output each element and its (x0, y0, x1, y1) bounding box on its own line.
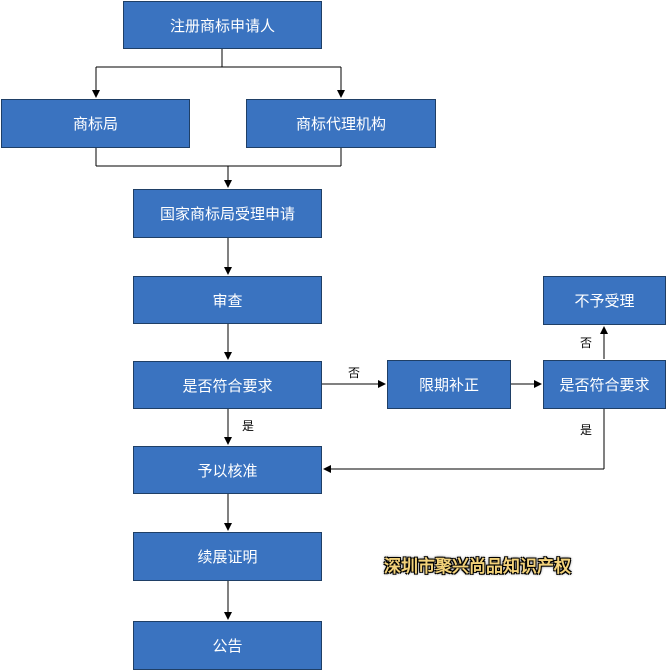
node-meets-requirements-1: 是否符合要求 (133, 361, 322, 409)
node-trademark-office: 商标局 (1, 99, 190, 148)
edge-label-yes-approval: 是 (242, 419, 255, 433)
node-correction-deadline: 限期补正 (387, 360, 511, 409)
node-accept-application: 国家商标局受理申请 (133, 189, 322, 238)
node-meets-requirements-2: 是否符合要求 (543, 360, 666, 409)
node-approval: 予以核准 (133, 446, 322, 494)
node-review: 审查 (133, 276, 322, 324)
edge-label-yes-approval-2: 是 (580, 423, 593, 437)
node-not-accepted: 不予受理 (543, 276, 666, 325)
node-trademark-agency: 商标代理机构 (246, 99, 436, 148)
node-announcement: 公告 (133, 621, 322, 670)
watermark-text: 深圳市聚兴尚品知识产权 (384, 557, 571, 577)
edge-label-no-correction: 否 (348, 366, 361, 380)
node-applicant: 注册商标申请人 (123, 1, 322, 49)
node-renewal-certificate: 续展证明 (133, 532, 322, 581)
edge-label-no-not-accepted: 否 (580, 336, 593, 350)
